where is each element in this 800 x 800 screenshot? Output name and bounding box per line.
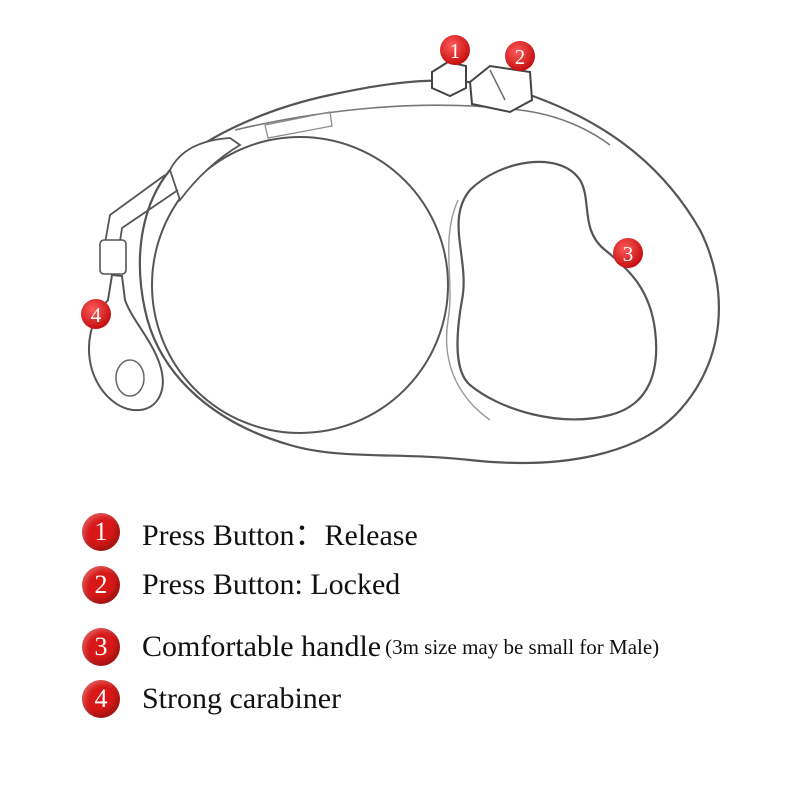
button-lock-edge (489, 69, 506, 101)
marker-3: 3 (613, 238, 643, 268)
carabiner-hole (115, 359, 145, 397)
legend-text-1: Press Button：Release (142, 519, 418, 552)
legend-item-release: 1 Press Button：Release (82, 510, 418, 554)
top-ridge (234, 104, 611, 146)
reel-circle (151, 136, 449, 434)
handle-inner-edge (445, 199, 491, 421)
marker-2: 2 (505, 41, 535, 71)
marker-2-number: 2 (515, 45, 526, 69)
handle-opening (456, 160, 658, 421)
nose-cap (169, 137, 242, 202)
legend-item-handle: 3 Comfortable handle (3m size may be sma… (82, 628, 659, 666)
legend-badge-1: 1 (82, 513, 120, 551)
legend-badge-4: 4 (82, 680, 120, 718)
strap-buckle (99, 239, 127, 275)
legend-text-2: Press Button: Locked (142, 568, 401, 601)
legend-badge-2: 2 (82, 566, 120, 604)
marker-3-number: 3 (623, 242, 634, 266)
marker-4: 4 (81, 299, 111, 329)
legend-text-3: Comfortable handle (142, 630, 382, 663)
leash-diagram: 1 2 3 4 (81, 35, 720, 465)
legend-item-carabiner: 4 Strong carabiner (82, 680, 341, 718)
button-release[interactable] (431, 60, 467, 98)
legend-badge-3: 3 (82, 628, 120, 666)
button-lock[interactable] (468, 64, 534, 114)
legend-text-4: Strong carabiner (142, 682, 342, 715)
top-strip (264, 111, 333, 139)
legend-item-locked: 2 Press Button: Locked (82, 566, 400, 604)
marker-4-number: 4 (91, 303, 102, 327)
legend-note-3: (3m size may be small for Male) (385, 634, 660, 659)
marker-1-number: 1 (450, 39, 461, 63)
marker-1: 1 (440, 35, 470, 65)
